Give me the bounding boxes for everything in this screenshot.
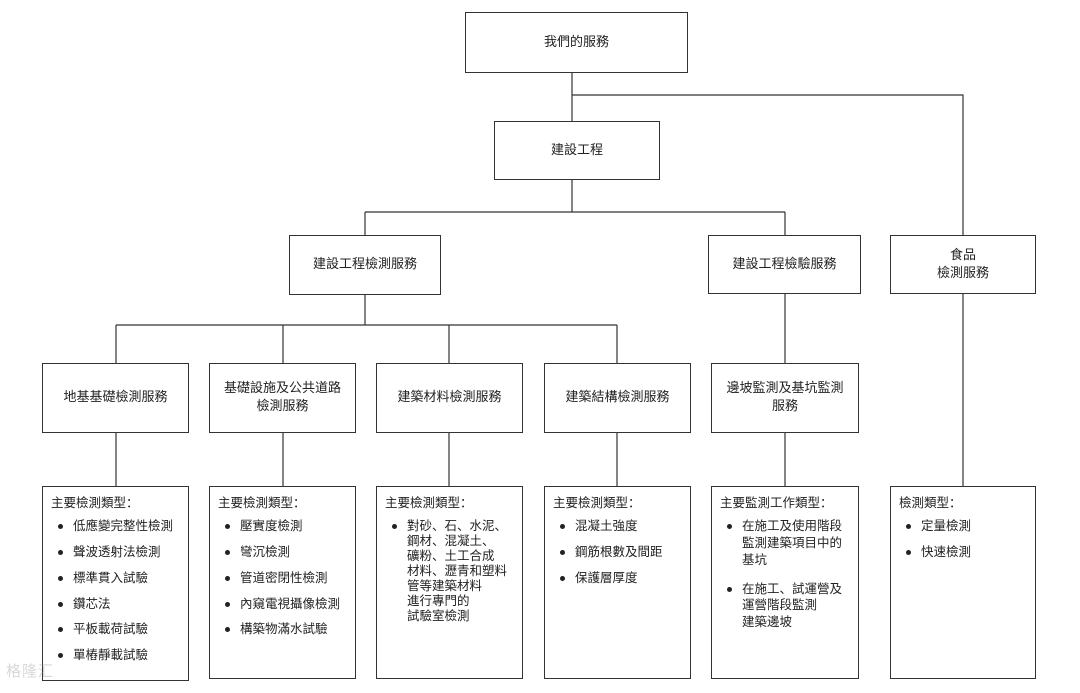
list-title: 主要監測工作類型：	[720, 495, 833, 510]
list-item: 內窺電視攝像檢測	[218, 596, 347, 613]
root-node: 我們的服務	[465, 12, 688, 73]
list-item: 保護層厚度	[553, 570, 682, 587]
food-list: 檢測類型： 定量檢測 快速檢測	[890, 486, 1036, 679]
list-item: 定量檢測	[899, 518, 1027, 535]
list-item: 鋼筋根數及間距	[553, 544, 682, 561]
construction-node: 建設工程	[494, 121, 660, 180]
list-title: 主要檢測類型：	[385, 495, 473, 510]
list-item: 壓實度檢測	[218, 518, 347, 535]
infrastructure-node: 基礎設施及公共道路 檢測服務	[209, 363, 356, 433]
testing-services-node: 建設工程檢測服務	[289, 235, 441, 295]
connector-to-lists	[115, 294, 964, 486]
list-item: 構築物滿水試驗	[218, 621, 347, 638]
list-item: 聲波透射法檢測	[51, 544, 180, 561]
list-title: 主要檢測類型：	[218, 495, 306, 510]
slope-node: 邊坡監測及基坑監測 服務	[711, 363, 859, 433]
structure-node: 建築結構檢測服務	[544, 363, 691, 433]
list-item: 標準貫入試驗	[51, 570, 180, 587]
connector-testing-children	[115, 295, 618, 363]
materials-node: 建築材料檢測服務	[376, 363, 523, 433]
list-item: 彎沉檢測	[218, 544, 347, 561]
list-title: 主要檢測類型：	[51, 495, 139, 510]
list-item: 在施工、試運營及 運營階段監測 建築邊坡	[720, 581, 850, 632]
watermark: 格隆汇	[6, 662, 55, 680]
list-title: 主要檢測類型：	[553, 495, 641, 510]
infrastructure-list: 主要檢測類型： 壓實度檢測 彎沉檢測 管道密閉性檢測 內窺電視攝像檢測 構築物滿…	[209, 486, 356, 679]
list-item: 對砂、石、水泥、 鋼材、混凝土、 礦粉、土工合成 材料、瀝青和塑料 管等建築材料…	[385, 518, 514, 623]
list-item: 管道密閉性檢測	[218, 570, 347, 587]
list-item: 快速檢測	[899, 544, 1027, 561]
foundation-node: 地基基礎檢測服務	[42, 363, 189, 433]
inspection-services-node: 建設工程檢驗服務	[708, 235, 861, 294]
food-services-node: 食品 檢測服務	[890, 235, 1036, 294]
slope-list: 主要監測工作類型： 在施工及使用階段 監測建築項目中的 基坑 在施工、試運營及 …	[711, 486, 859, 679]
connector-construction-branches	[364, 180, 786, 235]
connector-root-food	[572, 94, 964, 235]
list-item: 混凝土強度	[553, 518, 682, 535]
list-item: 鑽芯法	[51, 596, 180, 613]
structure-list: 主要檢測類型： 混凝土強度 鋼筋根數及間距 保護層厚度	[544, 486, 691, 679]
list-item: 單樁靜載試驗	[51, 647, 180, 664]
foundation-list: 主要檢測類型： 低應變完整性檢測 聲波透射法檢測 標準貫入試驗 鑽芯法 平板載荷…	[42, 486, 189, 681]
list-title: 檢測類型：	[899, 495, 962, 510]
list-item: 平板載荷試驗	[51, 621, 180, 638]
list-item: 低應變完整性檢測	[51, 518, 180, 535]
materials-list: 主要檢測類型： 對砂、石、水泥、 鋼材、混凝土、 礦粉、土工合成 材料、瀝青和塑…	[376, 486, 523, 679]
list-item: 在施工及使用階段 監測建築項目中的 基坑	[720, 518, 850, 569]
